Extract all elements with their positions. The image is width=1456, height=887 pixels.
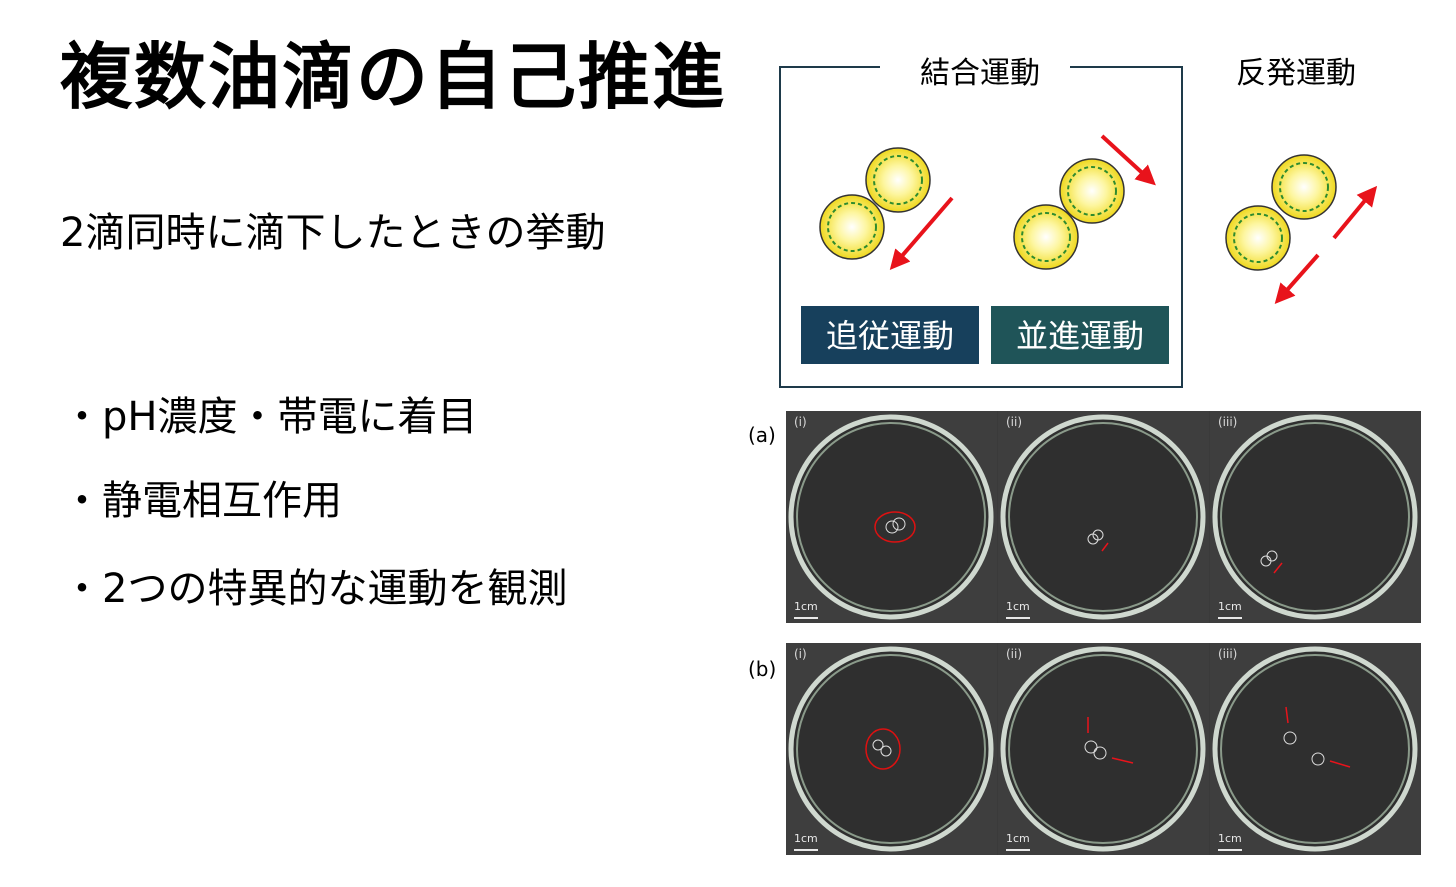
coupled-label: 結合運動: [920, 56, 1040, 91]
scale-label: 1cm: [1006, 832, 1030, 845]
photo-row-a: (i) 1cm (ii) 1cm (iii) 1cm: [786, 411, 1421, 623]
dish-photo: (ii) 1cm: [998, 643, 1209, 855]
repulsive-arrow-up-icon: [1332, 185, 1378, 240]
bullet-ph: ・pH濃度・帯電に着目: [62, 394, 478, 440]
slide-title: 複数油滴の自己推進: [60, 35, 727, 119]
scale-bar: [1218, 617, 1242, 619]
bullet-electrostatic: ・静電相互作用: [62, 478, 342, 524]
dish-photo: (i) 1cm: [786, 643, 997, 855]
scale-bar: [1218, 849, 1242, 851]
parallel-droplets: [1013, 158, 1125, 270]
follow-label: 追従運動: [826, 317, 954, 355]
parallel-label-box: [991, 306, 1169, 364]
follow-arrow-icon: [889, 196, 954, 271]
panel-label: (i): [794, 647, 807, 661]
repulsive-arrow-down-icon: [1274, 253, 1320, 304]
scale-label: 1cm: [794, 600, 818, 613]
parallel-arrow-icon: [1100, 134, 1156, 186]
motion-diagram: 結合運動 反発運動 追従運動 並進運動: [779, 55, 1378, 388]
parallel-label: 並進運動: [1016, 317, 1144, 355]
slide-subtitle: 2滴同時に滴下したときの挙動: [60, 210, 606, 256]
scale-bar: [794, 849, 818, 851]
follow-label-box: [801, 306, 979, 364]
scale-label: 1cm: [794, 832, 818, 845]
scale-bar: [1006, 617, 1030, 619]
scale-bar: [1006, 849, 1030, 851]
bullet-motions: ・2つの特異的な運動を観測: [62, 566, 568, 612]
dish-photo: (iii) 1cm: [1210, 411, 1421, 623]
dish-photo: (ii) 1cm: [998, 411, 1209, 623]
dish-photo: (iii) 1cm: [1210, 643, 1421, 855]
photo-row-a-label: (a): [748, 423, 776, 447]
panel-label: (iii): [1218, 415, 1238, 429]
scale-bar: [794, 617, 818, 619]
repulsive-droplets: [1225, 154, 1337, 271]
scale-label: 1cm: [1218, 600, 1242, 613]
scale-label: 1cm: [1006, 600, 1030, 613]
photo-row-b: (i) 1cm (ii) 1cm (iii) 1cm: [786, 643, 1421, 855]
panel-label: (ii): [1006, 647, 1023, 661]
repulsive-label: 反発運動: [1236, 56, 1356, 91]
photo-row-b-label: (b): [748, 657, 777, 681]
panel-label: (ii): [1006, 415, 1023, 429]
panel-label: (iii): [1218, 647, 1238, 661]
dish-photo: (i) 1cm: [786, 411, 997, 623]
scale-label: 1cm: [1218, 832, 1242, 845]
panel-label: (i): [794, 415, 807, 429]
follow-droplets: [819, 147, 931, 260]
